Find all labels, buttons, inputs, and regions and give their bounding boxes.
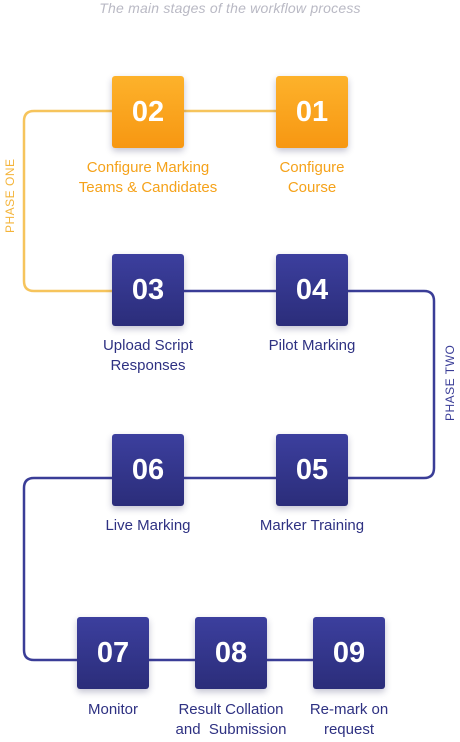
step-09-box: 09 (313, 617, 385, 689)
step-01-label-line-2: Course (287, 179, 337, 196)
step-07-label: Monitor (33, 700, 193, 720)
step-02-label-line-2: Teams & Candidates (78, 179, 218, 196)
step-08-label-line-1: Result Collation (178, 701, 284, 718)
step-01-label-line-1: Configure (279, 159, 345, 176)
step-03-label: Upload Script Responses (68, 336, 228, 376)
step-02-label: Configure Marking Teams & Candidates (68, 158, 228, 198)
step-09-label-line-2: request (323, 721, 375, 738)
step-08-label: Result Collation and Submission (151, 700, 311, 740)
step-01-label: Configure Course (232, 158, 392, 198)
step-02-box: 02 (112, 76, 184, 148)
phase-one-loop (22, 109, 112, 293)
diagram-caption: The main stages of the workflow process (99, 0, 361, 16)
step-06-box: 06 (112, 434, 184, 506)
step-04-box: 04 (276, 254, 348, 326)
step-07-label-line-1: Monitor (87, 701, 139, 718)
step-06-label-line-1: Live Marking (105, 517, 191, 534)
step-02-label-line-1: Configure Marking (86, 159, 210, 176)
step-03-box: 03 (112, 254, 184, 326)
step-05-label-line-1: Marker Training (259, 517, 365, 534)
step-07-box: 07 (77, 617, 149, 689)
step-01-box: 01 (276, 76, 348, 148)
step-05-label: Marker Training (232, 516, 392, 536)
step-09-label-line-1: Re-mark on (309, 701, 389, 718)
step-03-label-line-2: Responses (110, 357, 186, 374)
step-08-box: 08 (195, 617, 267, 689)
step-04-label-line-1: Pilot Marking (268, 337, 356, 354)
step-04-label: Pilot Marking (232, 336, 392, 356)
step-08-label-line-2: and Submission (175, 721, 287, 738)
step-06-label: Live Marking (68, 516, 228, 536)
phase-one-label: PHASE ONE (3, 158, 17, 233)
step-05-box: 05 (276, 434, 348, 506)
phase-two-label: PHASE TWO (443, 344, 457, 421)
step-09-label: Re-mark on request (269, 700, 429, 740)
step-03-label-line-1: Upload Script (102, 337, 194, 354)
phase-two-loop-right (348, 289, 436, 480)
phase-two-loop-left (22, 476, 112, 662)
